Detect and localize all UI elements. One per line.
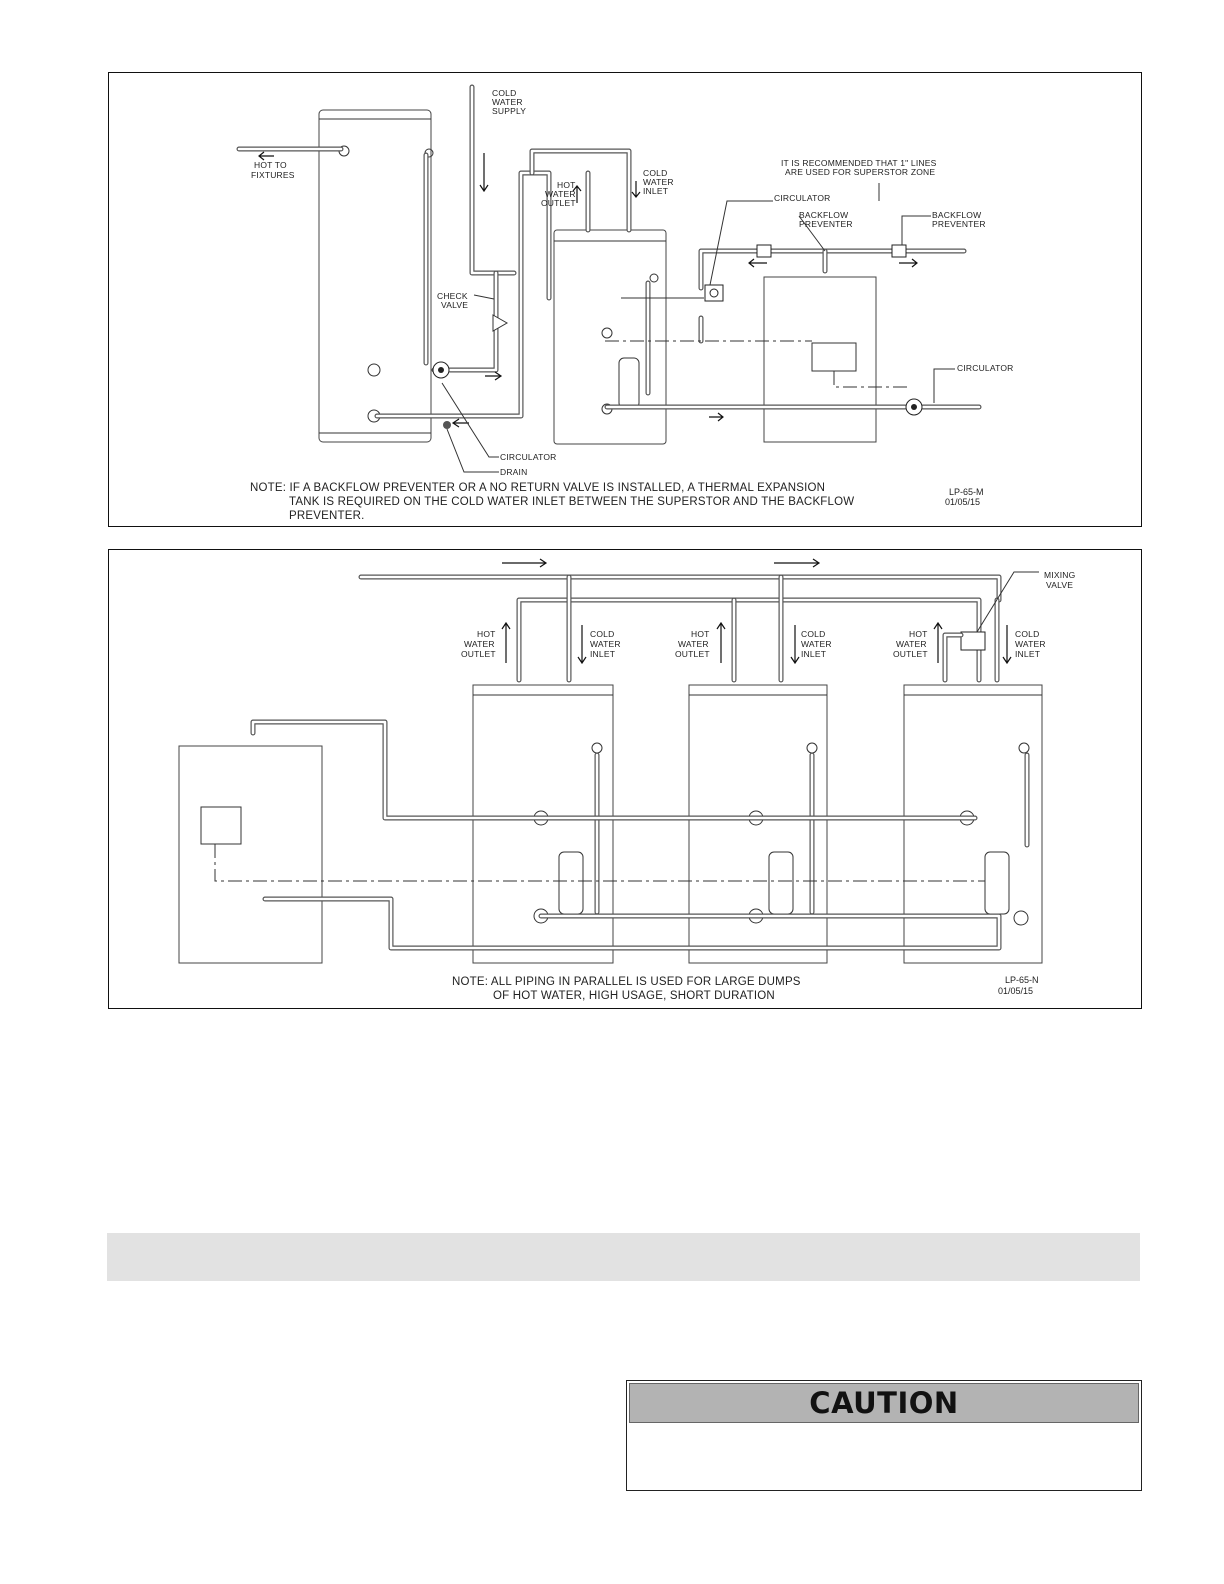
cold-water-inlet-label-3c: INLET	[1015, 649, 1040, 659]
caution-header: CAUTION	[629, 1383, 1139, 1423]
hot-water-outlet-label-3c: OUTLET	[893, 649, 928, 659]
hot-water-outlet-label-1c: OUTLET	[461, 649, 496, 659]
hot-to-fixtures-label-2: FIXTURES	[251, 170, 295, 180]
hot-water-outlet-label-3b: WATER	[896, 639, 927, 649]
water-heater-3	[903, 684, 1043, 964]
cold-water-inlet-label-1: COLD	[643, 168, 667, 178]
drawing-code: LP-65-M	[949, 487, 984, 497]
water-heater-1	[472, 684, 614, 964]
cold-water-inlet-label-3a: COLD	[1015, 629, 1039, 639]
backflow-left-label-2: PREVENTER	[799, 219, 853, 229]
circulator-label-bottom: CIRCULATOR	[500, 452, 556, 462]
note-line-1: NOTE: ALL PIPING IN PARALLEL IS USED FOR…	[452, 976, 801, 988]
drawing-date: 01/05/15	[945, 497, 980, 507]
note-line-2: TANK IS REQUIRED ON THE COLD WATER INLET…	[289, 496, 854, 508]
backflow-right-label-1: BACKFLOW	[932, 210, 981, 220]
cold-water-supply-label-3: SUPPLY	[492, 106, 526, 116]
note-line-1: NOTE: IF A BACKFLOW PREVENTER OR A NO RE…	[250, 482, 825, 494]
caution-box: CAUTION	[626, 1380, 1142, 1491]
check-valve-label-2: VALVE	[441, 300, 468, 310]
diagram-2-svg: MIXING VALVE HOT WATER OUTLET COLD WATER…	[178, 558, 1075, 1002]
hot-water-outlet-label-2: WATER	[545, 189, 576, 199]
drawing-code: LP-65-N	[1005, 975, 1039, 985]
backflow-right-label-2: PREVENTER	[932, 219, 986, 229]
cold-water-inlet-label-2b: WATER	[801, 639, 832, 649]
hot-water-outlet-label-2c: OUTLET	[675, 649, 710, 659]
circulator-label-top: CIRCULATOR	[774, 193, 830, 203]
check-valve-label-1: CHECK	[437, 291, 468, 301]
boiler	[178, 745, 323, 964]
cold-water-inlet-label-2a: COLD	[801, 629, 825, 639]
recommendation-label-2: ARE USED FOR SUPERSTOR ZONE	[785, 167, 935, 177]
hot-to-fixtures-label-1: HOT TO	[254, 160, 287, 170]
hot-water-outlet-label-2b: WATER	[678, 639, 709, 649]
diagram-superstor-zone: COLD WATER SUPPLY HOT TO FIXTURES HOT WA…	[108, 72, 1142, 527]
hot-water-outlet-label-1a: HOT	[477, 629, 496, 639]
water-heater-2	[688, 684, 828, 964]
cold-water-inlet-label-2c: INLET	[801, 649, 826, 659]
hot-water-outlet-label-3: OUTLET	[541, 198, 576, 208]
cold-water-supply-label-1: COLD	[492, 88, 516, 98]
circulator-label-right: CIRCULATOR	[957, 363, 1013, 373]
drain-label: DRAIN	[500, 467, 527, 477]
recommendation-label-1: IT IS RECOMMENDED THAT 1" LINES	[781, 158, 937, 168]
hot-water-outlet-label-2a: HOT	[691, 629, 710, 639]
diagram-1-svg: COLD WATER SUPPLY HOT TO FIXTURES HOT WA…	[236, 84, 1013, 522]
caution-title: CAUTION	[809, 1386, 959, 1420]
hot-water-outlet-label-1b: WATER	[464, 639, 495, 649]
cold-water-inlet-label-3: INLET	[643, 186, 668, 196]
cold-water-inlet-label-1b: WATER	[590, 639, 621, 649]
cold-water-inlet-label-3b: WATER	[1015, 639, 1046, 649]
drawing-date: 01/05/15	[998, 986, 1033, 996]
large-storage-tank	[318, 109, 432, 443]
mixing-valve-label-2: VALVE	[1046, 580, 1073, 590]
note-line-2: OF HOT WATER, HIGH USAGE, SHORT DURATION	[493, 990, 775, 1002]
note-line-3: PREVENTER.	[289, 510, 365, 522]
mixing-valve-label-1: MIXING	[1044, 570, 1075, 580]
backflow-left-label-1: BACKFLOW	[799, 210, 848, 220]
cold-water-inlet-label-1a: COLD	[590, 629, 614, 639]
diagram-parallel-piping: MIXING VALVE HOT WATER OUTLET COLD WATER…	[108, 549, 1142, 1009]
cold-water-inlet-label-1c: INLET	[590, 649, 615, 659]
cold-water-supply-label-2: WATER	[492, 97, 523, 107]
section-header-band	[107, 1233, 1140, 1281]
flow-arrow-icon	[479, 153, 489, 193]
hot-water-outlet-label-1: HOT	[557, 180, 576, 190]
flow-arrow-icon	[502, 558, 548, 568]
cold-water-inlet-label-2: WATER	[643, 177, 674, 187]
hot-water-outlet-label-3a: HOT	[909, 629, 928, 639]
